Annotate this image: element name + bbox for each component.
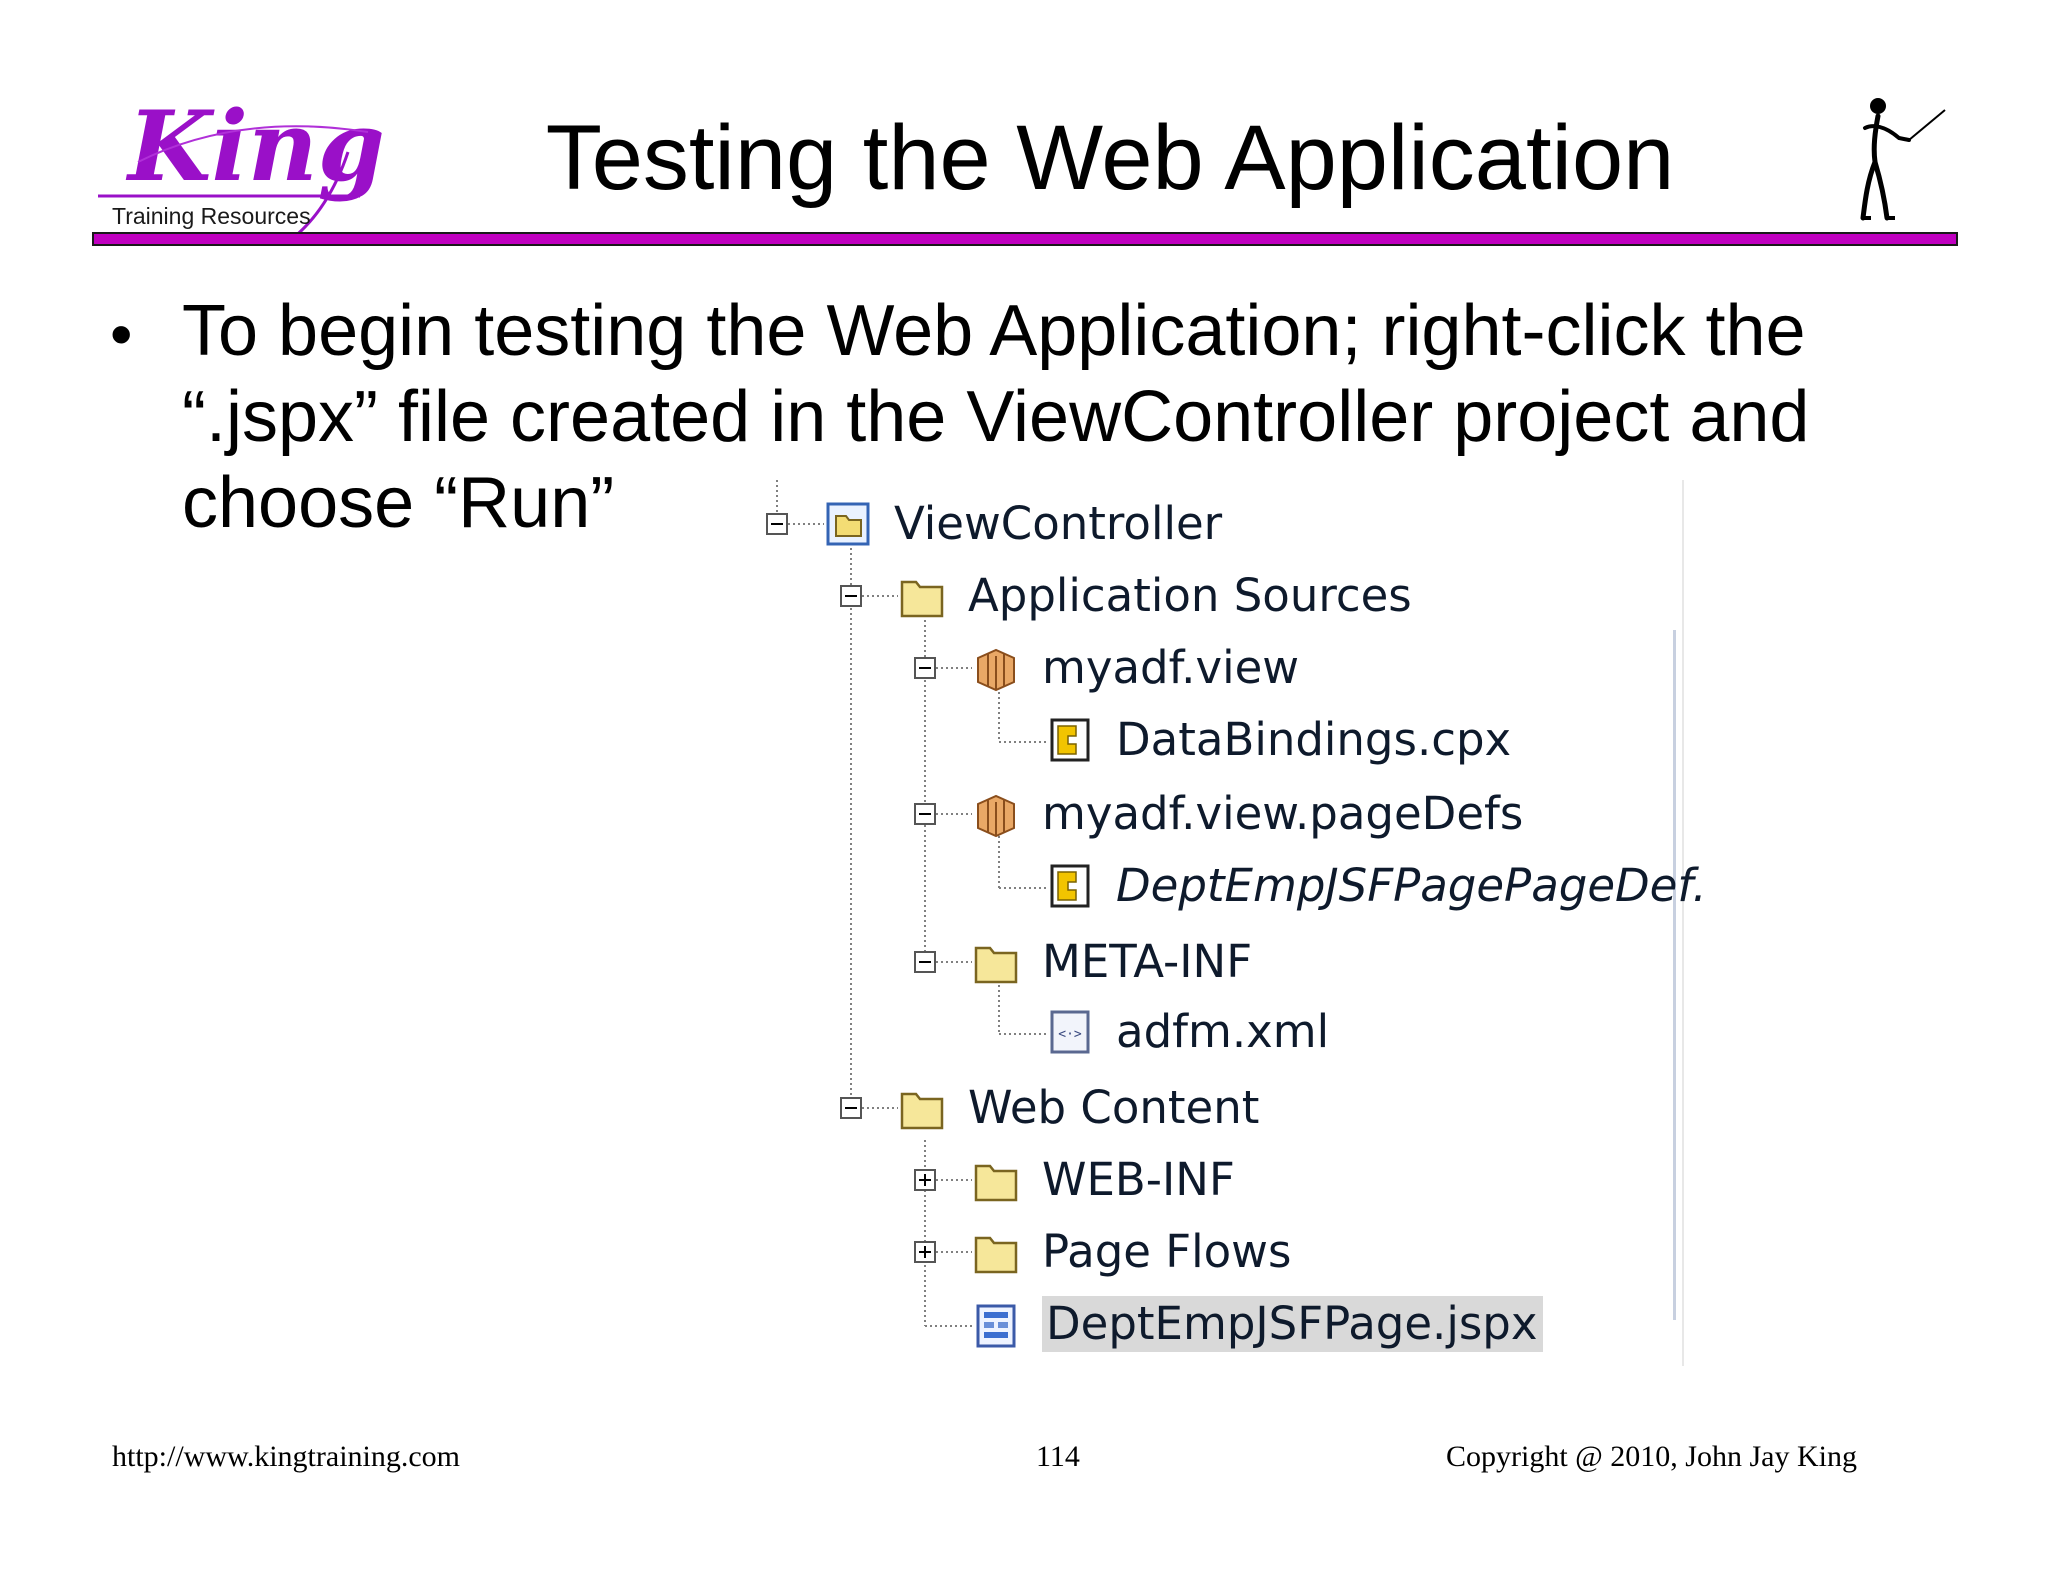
expand-icon[interactable] [914,1169,936,1191]
tree-node-web-content[interactable]: Web Content [968,1081,1260,1134]
collapse-icon[interactable] [914,803,936,825]
collapse-icon[interactable] [840,585,862,607]
bullet-marker: • [110,298,133,370]
logo-wordmark: King [125,92,385,203]
package-icon [977,648,1015,692]
king-logo: King Training Resources [98,90,390,244]
folder-icon [900,1092,944,1130]
folder-icon [974,1236,1018,1274]
vertical-scrollbar[interactable] [1673,630,1676,1320]
footer-page-number: 114 [1036,1440,1080,1473]
bullet-line-3: choose “Run” [182,463,615,543]
tree-node-web-inf[interactable]: WEB-INF [1042,1153,1235,1206]
tree-node-jspx-selected[interactable]: DeptEmpJSFPage.jspx [1042,1296,1544,1352]
tree-node-viewcontroller[interactable]: ViewController [894,497,1223,550]
tree-node-databindings[interactable]: DataBindings.cpx [1116,713,1512,766]
tree-node-adfm-xml[interactable]: adfm.xml [1116,1005,1330,1058]
folder-icon [974,1164,1018,1202]
panel-border [1682,480,1684,1366]
package-icon [977,794,1015,838]
expand-icon[interactable] [914,1241,936,1263]
xml-file-icon: <·> [1050,1010,1090,1054]
tree-node-application-sources[interactable]: Application Sources [968,569,1412,622]
logo-subtext: Training Resources [112,203,311,229]
stick-figure-pointer-icon [1845,92,1950,222]
folder-icon [974,946,1018,984]
tree-node-page-flows[interactable]: Page Flows [1042,1225,1292,1278]
bullet-line-2: “.jspx” file created in the ViewControll… [182,377,1810,457]
tree-node-myadf-view[interactable]: myadf.view [1042,641,1300,694]
collapse-icon[interactable] [766,513,788,535]
tree-node-pagedef-file[interactable]: DeptEmpJSFPagePageDef. [1116,859,1707,912]
collapse-icon[interactable] [914,951,936,973]
project-icon [826,502,870,546]
title-underline [92,232,1958,246]
jspx-file-icon [976,1304,1016,1348]
tree-node-pagedefs[interactable]: myadf.view.pageDefs [1042,787,1524,840]
binding-file-icon [1050,718,1090,762]
svg-text:<·>: <·> [1058,1027,1082,1042]
footer-copyright: Copyright @ 2010, John Jay King [1446,1440,1857,1473]
bullet-text: To begin testing the Web Application; ri… [182,288,1902,546]
folder-icon [900,580,944,618]
collapse-icon[interactable] [914,657,936,679]
collapse-icon[interactable] [840,1097,862,1119]
project-tree-screenshot: ViewController Application Sources myadf… [744,480,1707,1366]
tree-node-meta-inf[interactable]: META-INF [1042,935,1253,988]
binding-file-icon [1050,864,1090,908]
bullet-line-1: To begin testing the Web Application; ri… [182,291,1806,371]
footer-url: http://www.kingtraining.com [112,1440,461,1473]
slide-title: Testing the Web Application [545,107,1675,209]
